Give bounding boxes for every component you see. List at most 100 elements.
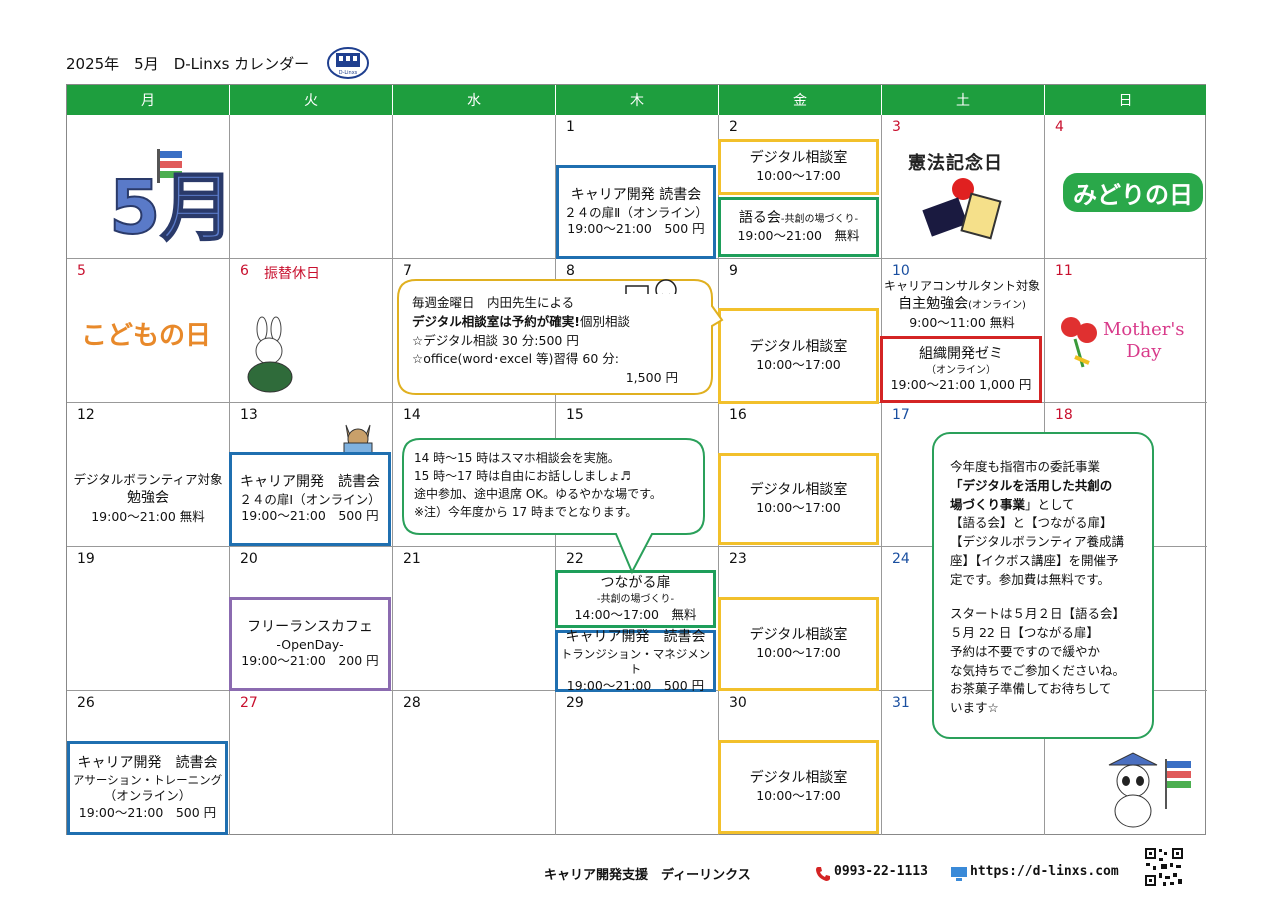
event-audience: キャリアコンサルタント対象 (883, 279, 1040, 293)
event-kataru-kai[interactable]: 語る会-共創の場づくり- 19:00～21:00 無料 (718, 197, 879, 257)
midori-label: みどりの日 (1063, 173, 1203, 212)
day-number: 3 (892, 119, 901, 135)
note-line: 14 時～15 時はスマホ相談会を実施。 (414, 451, 620, 465)
event-time: 19:00～21:00 200 円 (241, 653, 379, 669)
note-line: 予約は不要ですので緩やか (950, 643, 1101, 659)
note-line: 【デジタルボランティア養成講 (950, 534, 1125, 549)
event-time: 9:00～11:00 無料 (909, 315, 1015, 331)
event-digital-consultation[interactable]: デジタル相談室 10:00～17:00 (718, 740, 879, 834)
note-line: ☆デジタル相談 30 分:500 円 (412, 332, 579, 348)
event-digital-consultation[interactable]: デジタル相談室 10:00～17:00 (718, 308, 879, 404)
note-line: デジタル相談室は予約が確実!個別相談 (412, 313, 682, 332)
event-title: 自主勉強会(オンライン) (882, 295, 1042, 315)
svg-text:5月: 5月 (109, 165, 235, 251)
event-digital-consultation[interactable]: デジタル相談室 10:00～17:00 (718, 597, 879, 691)
event-time: 10:00～17:00 (756, 168, 841, 183)
may-carp-illustration: 5月 (108, 149, 236, 252)
note-line: 1,500 円 (625, 370, 678, 385)
event-reading-club-24-doors-2[interactable]: キャリア開発 読書会 ２４の扉Ⅱ（オンライン） 19:00～21:00 500 … (556, 165, 716, 259)
event-title: 勉強会 (127, 489, 169, 506)
footer-phone[interactable]: 0993-22-1113 (834, 864, 928, 879)
event-org-dev-seminar[interactable]: 組織開発ゼミ （オンライン） 19:00～21:00 1,000 円 (880, 336, 1042, 403)
note-line: スタートは５月２日【語る会】 (950, 606, 1126, 622)
day-cell-2: 2 (719, 115, 882, 259)
substitute-holiday-label: 振替休日 (264, 266, 320, 282)
note-line: 定です。参加費は無料です。 (950, 571, 1111, 587)
event-title: つながる扉 (600, 575, 671, 592)
weekday-fri: 金 (719, 85, 882, 115)
day-number: 29 (566, 695, 584, 711)
footer-website-link[interactable]: https://d-linxs.com (970, 864, 1119, 879)
event-freelance-cafe[interactable]: フリーランスカフェ -OpenDay- 19:00～21:00 200 円 (229, 597, 391, 691)
phone-icon (816, 867, 830, 881)
event-time: 10:00～17:00 (756, 500, 841, 515)
day-cell-26: 26 (67, 691, 230, 835)
weekday-tue: 火 (230, 85, 393, 115)
event-reading-club-transition[interactable]: キャリア開発 読書会 トランジション・マネジメント 19:00～21:00 50… (555, 628, 716, 693)
event-time: 10:00～17:00 (756, 645, 841, 660)
event-reading-club-assertion[interactable]: キャリア開発 読書会 アサーション・トレーニング （オンライン） 19:00～2… (67, 741, 228, 835)
note-text: 個別相談 (579, 313, 630, 329)
day-number: 11 (1055, 263, 1073, 279)
day-number: 21 (403, 551, 421, 567)
weekday-sun: 日 (1045, 85, 1206, 115)
event-subtitle: アサーション・トレーニング (72, 772, 223, 787)
note-line: な気持ちでご参加くださいね。 (950, 662, 1126, 678)
weekday-thu: 木 (556, 85, 719, 115)
note-line: 【語る会】と【つながる扉】 (950, 515, 1113, 531)
mothers-day-label: Mother's Day (1103, 319, 1185, 362)
event-title: デジタル相談室 (749, 150, 848, 167)
program-notice: 今年度も指宿市の委託事業 「デジタルを活用した共創の 場づくり事業」として 【語… (932, 432, 1154, 739)
day-number: 4 (1055, 119, 1064, 135)
day-cell-empty (1045, 691, 1207, 835)
day-number: 10 (892, 263, 910, 279)
d-linxs-logo: D-Linxs (327, 47, 370, 79)
event-time: 19:00～21:00 500 円 (566, 677, 705, 693)
weekday-sat: 土 (882, 85, 1045, 115)
note-line: ☆office(word･excel 等)習得 60 分: (412, 351, 619, 367)
day-number: 27 (240, 695, 258, 711)
constitution-illustration (922, 178, 1002, 240)
event-time: 19:00～21:00 無料 (737, 228, 860, 243)
event-title-main: 自主勉強会 (898, 295, 969, 312)
day-cell-6: 6 振替休日 (230, 259, 393, 403)
day-cell-empty (230, 115, 393, 259)
page-title: 2025年 5月 D-Linxs カレンダー (66, 54, 310, 73)
day-cell-11: 11 Mother's Day (1045, 259, 1207, 403)
event-time: 19:00～21:00 500 円 (241, 508, 379, 524)
event-digital-consultation[interactable]: デジタル相談室 10:00～17:00 (718, 139, 879, 195)
day-cell-3: 3 憲法記念日 (882, 115, 1045, 259)
note-line: 毎週金曜日 内田先生による (412, 295, 575, 310)
day-number: 19 (77, 551, 95, 567)
day-number: 13 (240, 407, 258, 423)
note-line: 15 時～17 時は自由にお話ししましょ♬ (414, 469, 631, 483)
note-emphasis: 場づくり事業 (950, 496, 1026, 512)
event-self-study-session[interactable]: キャリアコンサルタント対象 自主勉強会(オンライン) 9:00～11:00 無料 (882, 278, 1042, 332)
kenpo-label: 憲法記念日 (908, 153, 1003, 174)
day-number: 7 (403, 263, 412, 279)
event-digital-volunteer-study[interactable]: デジタルボランティア対象 勉強会 19:00～21:00 無料 (67, 471, 229, 526)
qr-code-icon[interactable] (1143, 846, 1185, 888)
note-text: 」として (1025, 496, 1075, 512)
event-title-sub: (オンライン) (968, 299, 1026, 311)
event-tsunagaru-tobira[interactable]: つながる扉 -共創の場づくり- 14:00～17:00 無料 (555, 570, 716, 628)
note-line: 今年度も指宿市の委託事業 (950, 459, 1101, 474)
note-line: 「デジタルを活用した共創の (950, 477, 1113, 493)
day-number: 2 (729, 119, 738, 135)
event-title: キャリア開発 読書会 (240, 473, 380, 490)
day-number: 5 (77, 263, 86, 279)
day-cell-16: 16 (719, 403, 882, 547)
day-number: 9 (729, 263, 738, 279)
event-time: 10:00～17:00 (756, 788, 841, 803)
event-digital-consultation[interactable]: デジタル相談室 10:00～17:00 (718, 453, 879, 545)
note-line: お茶菓子準備してお待ちして (950, 681, 1112, 697)
event-title: キャリア開発 読書会 (565, 628, 706, 645)
event-subtitle: （オンライン） (926, 364, 996, 376)
event-reading-club-24-doors-1[interactable]: キャリア開発 読書会 ２４の扉Ⅰ（オンライン） 19:00～21:00 500 … (229, 452, 391, 546)
day-number: 22 (566, 551, 584, 567)
day-number: 20 (240, 551, 258, 567)
note-emphasis: デジタル相談室は予約が確実! (412, 313, 580, 329)
note-line: 途中参加、途中退席 OK。ゆるやかな場です。 (414, 487, 662, 501)
event-subtitle: -OpenDay- (276, 636, 344, 652)
event-time: 19:00～21:00 無料 (91, 509, 205, 525)
